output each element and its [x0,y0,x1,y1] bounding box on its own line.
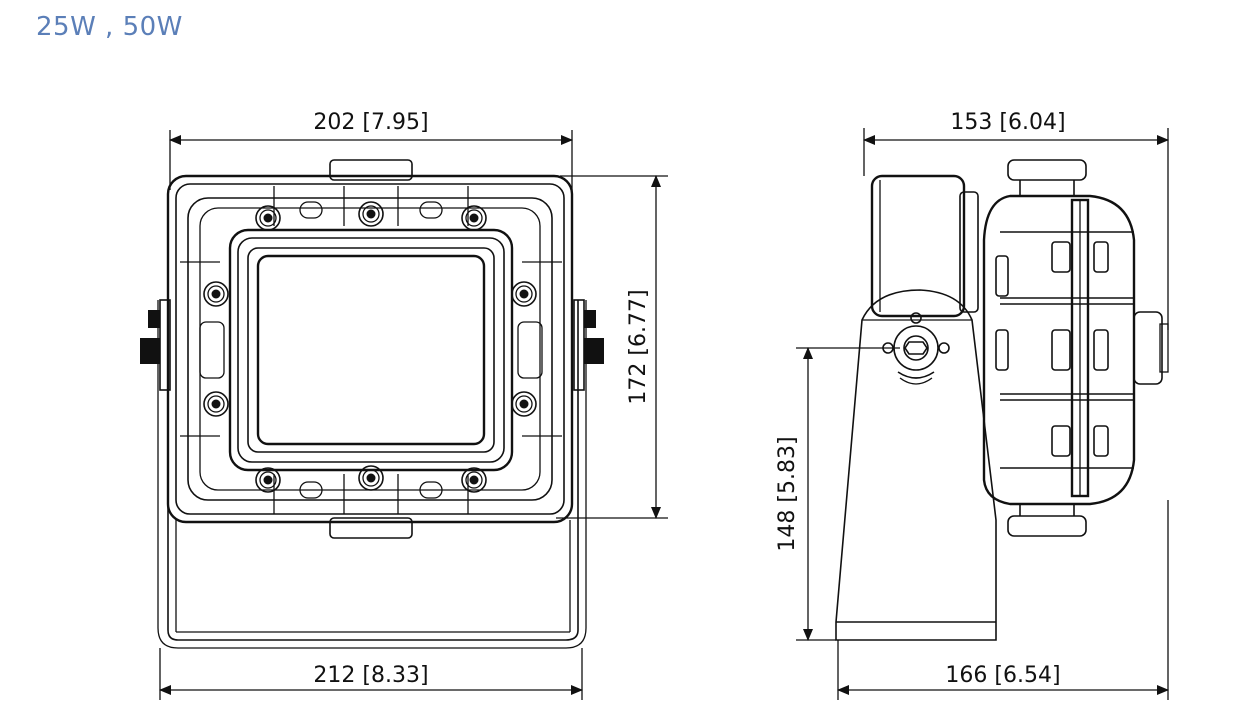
dim-side-depth-bottom: 166 [6.54] [837,500,1169,700]
dim-label-front-width-top: 202 [7.95] [313,110,428,135]
side-rear-body [870,174,979,318]
dim-side-depth-top: 153 [6.04] [863,110,1169,330]
dim-label-front-height: 172 [6.77] [626,289,651,404]
side-fin-housing [982,159,1169,537]
dim-side-height: 148 [5.83] [775,347,900,641]
front-lens [256,254,486,446]
left-adjustment-knob [140,299,171,391]
front-view: 202 [7.95] 172 [6.77] 212 [8.33] [140,110,668,700]
dim-label-front-width-bottom: 212 [8.33] [313,663,428,688]
top-tab [329,159,413,181]
side-mount-bracket [835,289,997,641]
front-mount-bracket [157,300,587,649]
cable-gland [1133,311,1163,385]
dim-front-height: 172 [6.77] [556,175,668,519]
bottom-tab [329,517,413,539]
right-adjustment-knob [573,299,604,391]
side-view: 153 [6.04] 148 [5.83] 166 [6.54] [775,110,1169,700]
dim-label-side-depth-bottom: 166 [6.54] [945,663,1060,688]
dim-front-width-bottom: 212 [8.33] [159,648,583,700]
page-title: 25W , 50W [36,12,183,42]
dim-front-width-top: 202 [7.95] [169,110,573,190]
dim-label-side-height: 148 [5.83] [775,436,800,551]
front-housing [166,174,574,524]
dim-label-side-depth-top: 153 [6.04] [950,110,1065,135]
front-bolts [203,201,537,493]
